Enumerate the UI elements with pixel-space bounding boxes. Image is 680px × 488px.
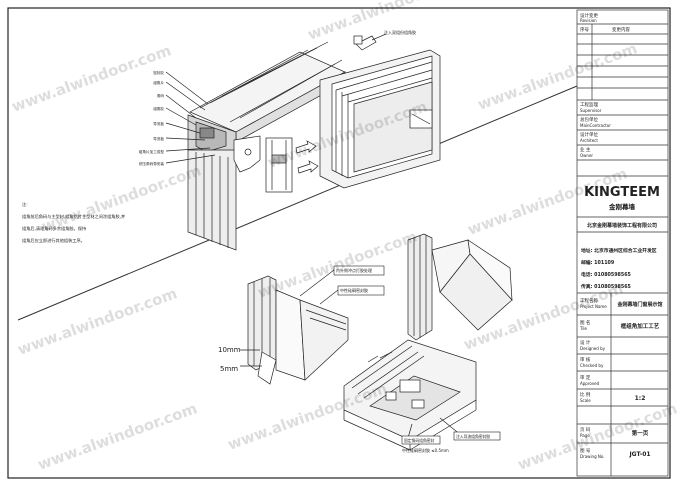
diagonal-divider	[17, 85, 578, 321]
architect-en: Architect	[580, 138, 598, 143]
maincontractor-cn: 总包单位	[580, 116, 598, 123]
supervisor-en: Supervisor	[580, 108, 602, 113]
leader-label-7: 组角片加工成型	[139, 149, 165, 154]
brand-sub: 金刚幕墙	[608, 202, 636, 211]
page-en: Page	[580, 433, 590, 438]
watermark-6: www.alwindoor.com	[15, 284, 179, 359]
address: 地址: 北京市通州区综合工业开发区	[581, 247, 657, 254]
leader-label-8: 挤压角码带安装	[139, 161, 165, 166]
sheet-border	[7, 7, 671, 479]
designed-en: Designed by	[580, 346, 606, 351]
supervisor-cn: 工程监理	[580, 101, 598, 108]
tel: 电话: 01080598565	[581, 271, 631, 278]
postcode: 邮编: 101109	[581, 259, 615, 266]
watermark-9: www.alwindoor.com	[35, 399, 199, 474]
punch-note: 内外侧冲点打胶处理	[336, 267, 372, 273]
note-title: 注:	[22, 201, 28, 208]
owner-cn: 业 主	[580, 146, 591, 153]
bottom-right-label: 注入导流组角密封胶	[456, 434, 490, 439]
leader-label-5: 导流板	[153, 121, 164, 126]
page-value: 第一页	[632, 429, 649, 437]
title-block-text: 设计变更 Revision 序号 变更内容 工程监理 Supervisor 总包…	[579, 12, 663, 459]
revision-en: Revision	[580, 18, 597, 23]
checked-cn: 审 核	[580, 356, 591, 363]
bottom-small-label: 中性硅硐密封胶 ≤0.5mm	[402, 447, 449, 453]
note-line-1: 组角前后角码与主型材,组角铝片主型材之间涂组角胶,并	[22, 213, 125, 220]
corner-frame-bottom-right	[407, 233, 513, 341]
leader-label-4: 组角胶	[153, 106, 164, 111]
note-line-2: 组角后,清理角码多余组角胶。保持	[22, 225, 86, 232]
inject-note: 注入双组份组角胶	[384, 29, 416, 35]
project-en: Project Name	[580, 304, 607, 309]
arrow-icons-top	[295, 140, 319, 174]
drawing-value: JGT-01	[628, 451, 650, 458]
watermark-3: www.alwindoor.com	[39, 161, 203, 236]
scale-cn: 比 例	[580, 391, 591, 398]
title-block	[576, 9, 669, 477]
dim-5mm: 5mm	[220, 365, 238, 373]
project-cn: 工程名称	[580, 297, 598, 304]
tile-value: 框组角加工工艺	[621, 322, 660, 330]
tile-en: Tile	[579, 326, 588, 331]
arrow-icon	[297, 160, 319, 174]
leader-labels-top: 密封胶 组角片 角码 组角胶 导流板 导流板 组角片加工成型 挤压角码带安装	[139, 70, 165, 166]
bottom-label-boxes	[401, 431, 501, 445]
watermark-1: www.alwindoor.com	[9, 41, 173, 116]
tile-cn: 图 名	[580, 319, 590, 326]
architect-cn: 设计单位	[580, 131, 598, 138]
watermark-12: www.alwindoor.com	[515, 399, 679, 474]
revision-cn: 设计变更	[580, 12, 598, 19]
scale-en: Scale	[580, 398, 591, 403]
watermark-2: www.alwindoor.com	[305, 0, 469, 44]
sealing-corner-bottom-left	[240, 275, 349, 385]
profile-with-cleat-bottom	[343, 339, 477, 451]
designed-cn: 设 计	[580, 339, 591, 346]
leader-label-6: 导流板	[153, 136, 164, 141]
checked-en: Checked by	[580, 363, 604, 368]
bottom-left-label: 固定角码组角密封	[404, 438, 435, 443]
dim-10mm: 10mm	[218, 346, 241, 354]
no-label: 序号	[580, 26, 589, 33]
note-line-3: 组角后应立即进行其他组装工序。	[22, 237, 85, 244]
watermark-5: www.alwindoor.com	[475, 39, 639, 114]
leader-label-2: 组角片	[153, 80, 164, 85]
arrow-icon	[295, 140, 317, 154]
assembled-corner-top-right	[319, 33, 441, 189]
process-note: 注: 组角前后角码与主型材,组角铝片主型材之间涂组角胶,并 组角后,清理角码多余…	[22, 201, 125, 244]
brand-name: KINGTEEM	[584, 185, 660, 200]
drawing-en: Drawing No.	[580, 454, 605, 459]
fax: 传真: 01080598565	[580, 283, 631, 290]
project-value: 金刚幕墙门窗展示馆	[616, 301, 662, 308]
kingteem-logo: KINGTEEM 金刚幕墙	[584, 185, 660, 211]
owner-en: Owner	[580, 153, 593, 158]
scale-value: 1:2	[635, 395, 646, 402]
maincontractor-en: MainContractor	[580, 123, 611, 128]
approved-cn: 审 定	[580, 374, 591, 381]
punch-labels	[299, 265, 385, 305]
middle-note: 中性硅硐密封胶	[340, 287, 368, 293]
approved-en: Approved	[580, 381, 600, 386]
page-cn: 页 码	[580, 426, 591, 433]
leader-label-1: 密封胶	[153, 70, 164, 75]
leader-label-3: 角码	[157, 93, 165, 98]
company-name: 北京金刚幕墙装饰工程有限公司	[587, 222, 657, 229]
change-content: 变更内容	[612, 26, 630, 33]
drawing-cn: 图 号	[580, 448, 591, 454]
